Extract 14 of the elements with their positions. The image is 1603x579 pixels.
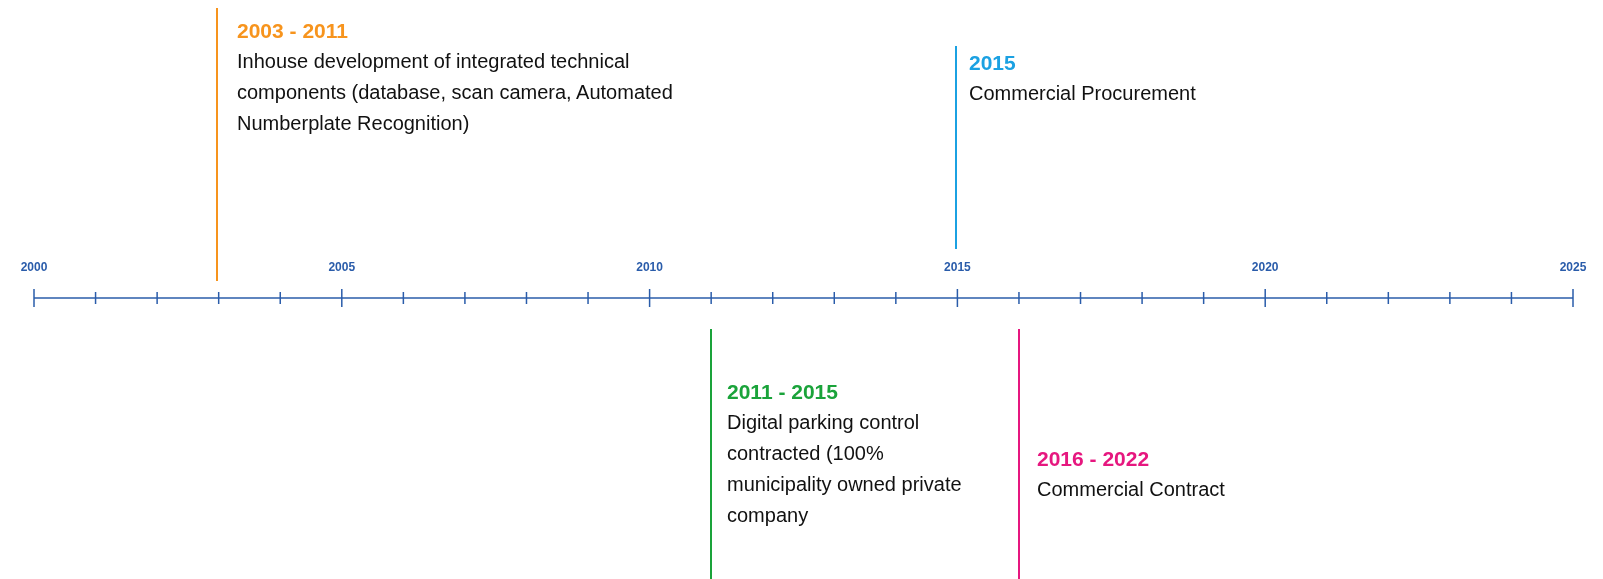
event-description: Digital parking control contracted (100% municipality owned private company bbox=[727, 410, 963, 528]
event-date: 2011 - 2015 bbox=[727, 379, 838, 405]
year-label: 2010 bbox=[636, 260, 663, 274]
year-label: 2000 bbox=[20, 260, 48, 274]
event-date: 2016 - 2022 bbox=[1037, 446, 1150, 472]
event-date: 2003 - 2011 bbox=[237, 18, 348, 44]
year-label: 2020 bbox=[1251, 260, 1279, 274]
event-description: Inhouse development of integrated technical components (database, scan camera, Automated Numberplate Recognition) bbox=[237, 49, 674, 136]
event-description: Commercial Procurement bbox=[969, 81, 1197, 106]
year-label: 2015 bbox=[944, 260, 971, 274]
event-date: 2015 bbox=[969, 50, 1016, 76]
year-label: 2005 bbox=[328, 260, 356, 274]
year-label: 2025 bbox=[1559, 260, 1587, 274]
event-description: Commercial Contract bbox=[1037, 477, 1226, 502]
